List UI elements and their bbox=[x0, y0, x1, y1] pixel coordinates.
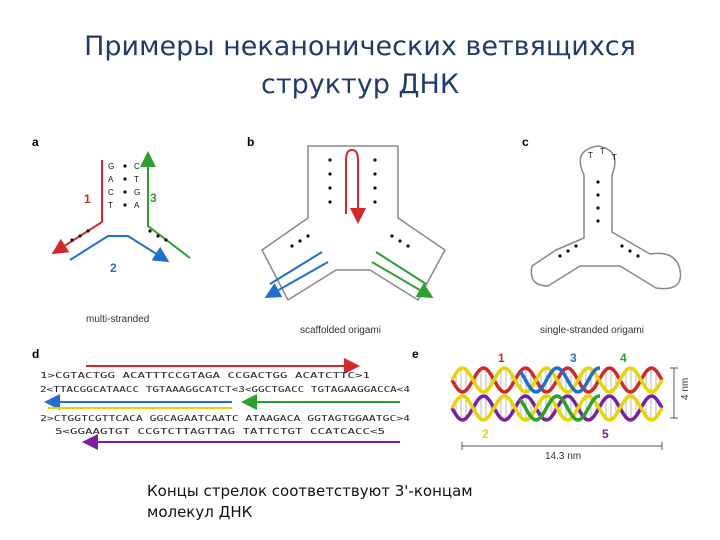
strand-2-blue bbox=[69, 235, 170, 263]
double-helix-group bbox=[450, 366, 664, 422]
helix-top-crossover bbox=[518, 366, 600, 394]
strand-number-5: 5 bbox=[602, 427, 609, 441]
stem-left-base: T bbox=[108, 201, 113, 210]
sequence-row: 2<TTACGGCATAACC TGTAAAGGCATCT<3<GGCTGACC… bbox=[40, 385, 410, 394]
caption-scaffolded-origami: scaffolded origami bbox=[300, 325, 381, 336]
width-scale-label: 14.3 nm bbox=[545, 451, 581, 462]
panel-c-label: c bbox=[522, 135, 529, 149]
slide-caption: Концы стрелок соответствуют 3'-концам мо… bbox=[147, 481, 567, 523]
height-scale-label: 4 nm bbox=[680, 378, 691, 400]
single-strand-outline bbox=[530, 145, 682, 290]
caption-single-stranded-origami: single-stranded origami bbox=[540, 325, 644, 336]
loop-base: T bbox=[600, 147, 605, 156]
slide-caption-line1: Концы стрелок соответствуют 3'-концам bbox=[147, 482, 473, 500]
sequence-row: 2>CTGGTCGTTCACA GGCAGAATCAATC ATAAGACA G… bbox=[40, 414, 410, 423]
scaffold-outline bbox=[261, 145, 446, 301]
staple-green-b bbox=[371, 261, 434, 299]
panel-c: c T T T single-stranded origami bbox=[522, 135, 682, 336]
staple-green-a bbox=[375, 251, 427, 285]
helix-top-backbone-b bbox=[450, 366, 664, 394]
strand-number-2: 2 bbox=[482, 427, 489, 441]
stem-right-base: T bbox=[134, 175, 139, 184]
stem-left-base: A bbox=[108, 175, 114, 184]
caption-multi-stranded: multi-stranded bbox=[86, 314, 149, 325]
panel-a-stem: G A C T C T G A bbox=[108, 162, 140, 210]
stem-left-base: G bbox=[108, 162, 114, 171]
loop-base: T bbox=[588, 151, 593, 160]
loop-base: T bbox=[612, 153, 617, 162]
strand-number-3: 3 bbox=[570, 351, 577, 365]
panel-e: e 1 3 4 2 5 14.3 nm 4 nm bbox=[412, 347, 691, 462]
slide-caption-line2: молекул ДНК bbox=[147, 503, 253, 521]
strand-label-3: 3 bbox=[150, 191, 157, 205]
panel-d: d 1>CGTACTGG ACATTTCCGTAGA CCGACTGG ACAT… bbox=[32, 347, 410, 450]
slide-title-line1: Примеры неканонических ветвящихся bbox=[84, 31, 636, 62]
slide-title-line2: структур ДНК bbox=[261, 69, 459, 100]
sequence-row: 1>CGTACTGG ACATTTCCGTAGA CCGACTGG ACATCT… bbox=[40, 371, 370, 380]
panel-b-label: b bbox=[247, 135, 254, 149]
panel-b: b scaffolded origami bbox=[247, 135, 446, 336]
panel-a-label: a bbox=[32, 135, 39, 149]
sequence-row: 5<GGAAGTGT CCGTCTTAGTTAG TATTCTGT CCATCA… bbox=[55, 427, 385, 436]
strand-3-green bbox=[140, 151, 191, 259]
panel-a: a 1 3 2 G A C T C T G A multi-stranded bbox=[32, 135, 191, 325]
slide-title: Примеры неканонических ветвящихся структ… bbox=[0, 28, 720, 104]
strand-label-2: 2 bbox=[110, 261, 117, 275]
staple-blue-a bbox=[269, 251, 323, 285]
panel-e-label: e bbox=[412, 347, 419, 361]
stem-right-base: G bbox=[134, 188, 140, 197]
strand-number-1: 1 bbox=[498, 351, 505, 365]
stem-right-base: C bbox=[134, 162, 140, 171]
staple-blue-b bbox=[264, 261, 329, 298]
stem-left-base: C bbox=[108, 188, 114, 197]
helix-bottom-backbone-b bbox=[450, 394, 664, 422]
strand-label-1: 1 bbox=[84, 192, 91, 206]
strand-number-4: 4 bbox=[620, 351, 627, 365]
strand-1-red bbox=[51, 160, 103, 255]
stem-right-base: A bbox=[134, 201, 140, 210]
helix-bottom-crossover bbox=[518, 394, 600, 422]
staple-red bbox=[345, 148, 366, 224]
panel-d-label: d bbox=[32, 347, 39, 361]
